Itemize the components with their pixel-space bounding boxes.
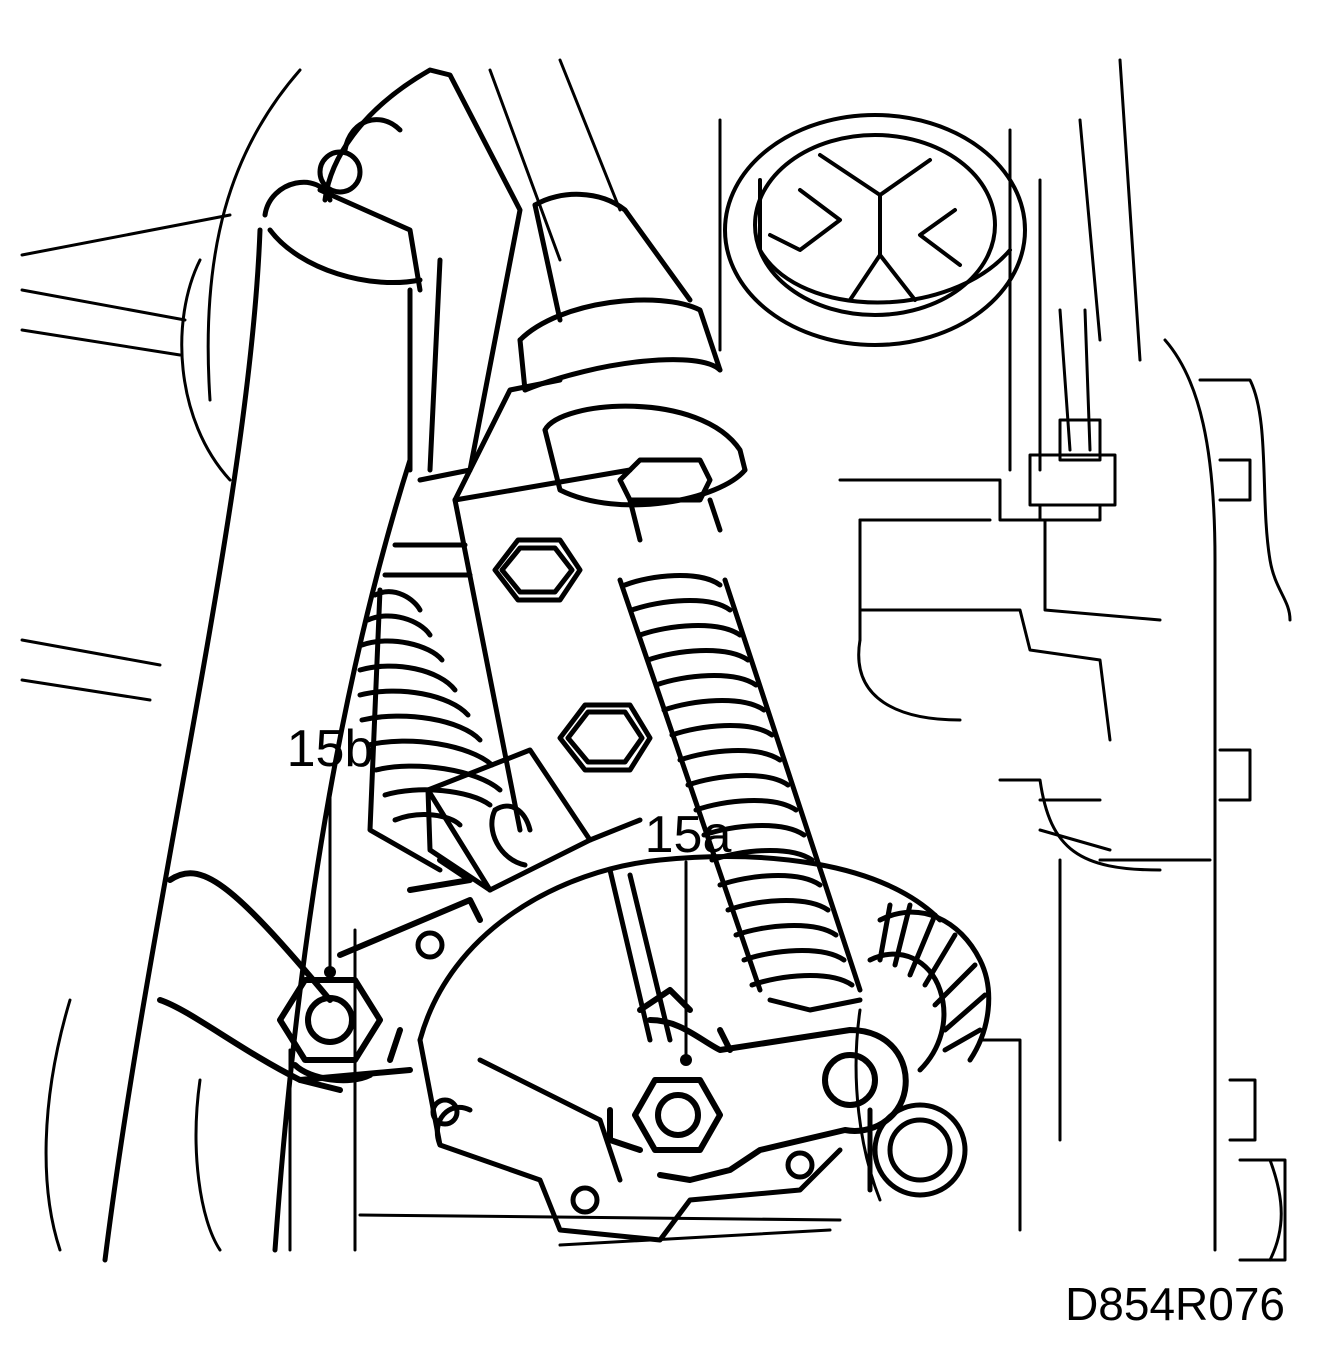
figure-reference: D854R076	[1065, 1278, 1285, 1330]
mounting-bracket	[382, 377, 653, 833]
link-lever	[157, 857, 483, 1093]
actuating-lever	[637, 987, 909, 1183]
callout-label-15b: 15b	[287, 720, 374, 778]
background-structure	[20, 58, 1292, 1262]
lever-housing	[102, 67, 523, 1263]
callout-dots	[324, 966, 692, 1066]
callout-label-15a: 15a	[645, 806, 732, 864]
bolt-15b	[277, 977, 383, 1084]
selector-plate	[415, 854, 943, 1243]
dot-15a	[680, 1054, 692, 1066]
bolt-15a	[607, 1077, 723, 1153]
filler-cap	[723, 113, 1027, 347]
cable-bellows	[617, 573, 863, 1013]
dot-15b	[324, 966, 336, 978]
sensor-connector	[1028, 308, 1117, 522]
secondary-bellows	[357, 587, 503, 873]
callout-leaders	[328, 788, 688, 1062]
hose-bend	[867, 902, 992, 1198]
